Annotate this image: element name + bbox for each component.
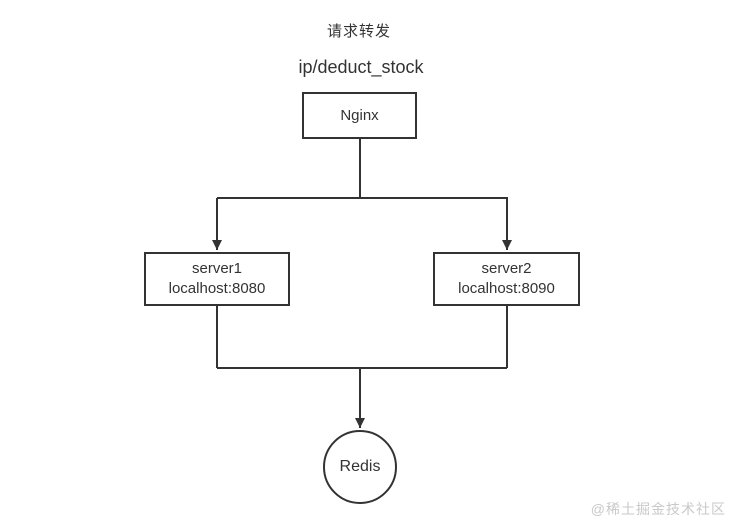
nginx-node: Nginx [302,92,417,139]
watermark: @稀土掘金技术社区 [590,501,726,517]
diagram-title: 请求转发 [326,23,391,40]
server1-node: server1 localhost:8080 [144,252,290,306]
server1-address: localhost:8080 [168,280,266,297]
server2-node: server2 localhost:8090 [433,252,580,306]
redis-label: Redis [339,458,381,475]
route-label: ip/deduct_stock [298,57,424,77]
server2-address: localhost:8090 [458,280,555,297]
server1-name: server1 [191,260,243,277]
server2-name: server2 [481,260,532,277]
redis-node: Redis [323,430,397,504]
nginx-label: Nginx [340,107,379,124]
